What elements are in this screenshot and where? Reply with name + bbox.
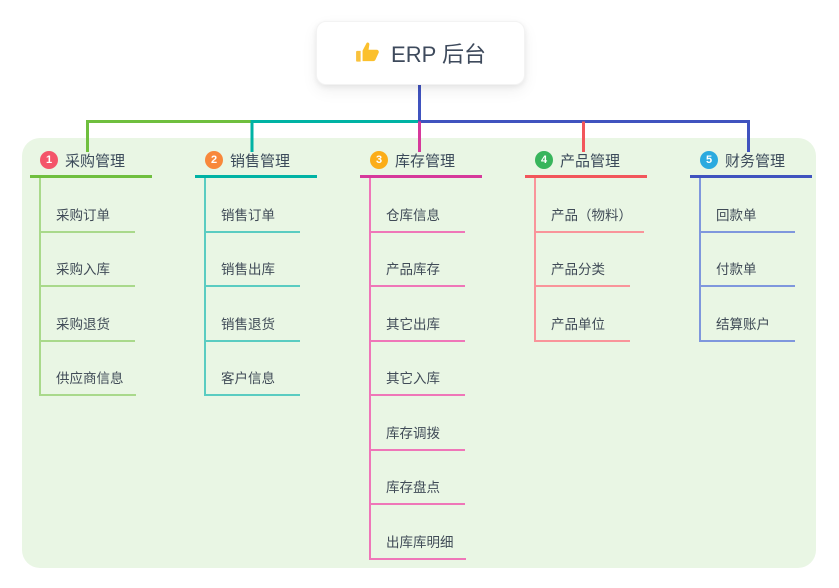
child-node[interactable]: 回款单	[701, 178, 795, 233]
branch-inventory-children: 仓库信息 产品库存 其它出库 其它入库 库存调拨 库存盘点 出库库明细	[369, 178, 482, 560]
child-node[interactable]: 销售订单	[206, 178, 300, 233]
branch-title: 财务管理	[725, 152, 786, 170]
root-node-erp[interactable]: ERP 后台	[316, 21, 525, 85]
branch-purchase-header[interactable]: 1 采购管理	[30, 145, 152, 178]
child-node[interactable]: 采购入库	[41, 233, 135, 287]
child-node[interactable]: 供应商信息	[41, 342, 136, 396]
child-node[interactable]: 产品单位	[536, 287, 630, 342]
badge-4: 4	[535, 151, 553, 169]
child-label: 库存盘点	[386, 480, 440, 495]
branch-product-header[interactable]: 4 产品管理	[525, 145, 647, 178]
branch-product-children: 产品（物料） 产品分类 产品单位	[534, 178, 647, 342]
thumbs-up-icon	[355, 40, 381, 66]
branch-finance-header[interactable]: 5 财务管理	[690, 145, 812, 178]
badge-1: 1	[40, 151, 58, 169]
child-label: 客户信息	[221, 371, 275, 386]
child-node[interactable]: 付款单	[701, 233, 795, 287]
child-label: 库存调拨	[386, 425, 440, 441]
child-label: 采购退货	[56, 316, 110, 332]
badge-3: 3	[370, 151, 388, 169]
branch-title: 库存管理	[395, 152, 456, 170]
branches-panel	[22, 138, 816, 568]
child-label: 销售退货	[221, 316, 275, 332]
child-label: 结算账户	[716, 316, 770, 332]
child-label: 产品（物料）	[551, 207, 632, 223]
child-label: 付款单	[716, 262, 757, 277]
child-label: 供应商信息	[56, 371, 124, 386]
child-label: 采购订单	[56, 207, 110, 223]
branch-inventory-header[interactable]: 3 库存管理	[360, 145, 482, 178]
child-label: 产品库存	[386, 262, 440, 277]
child-label: 回款单	[716, 207, 757, 223]
child-label: 出库库明细	[386, 534, 454, 550]
branch-title: 采购管理	[65, 152, 126, 170]
child-label: 产品分类	[551, 262, 605, 277]
child-node[interactable]: 销售出库	[206, 233, 300, 287]
child-node[interactable]: 结算账户	[701, 287, 795, 342]
child-node[interactable]: 产品（物料）	[536, 178, 644, 233]
branch-purchase: 1 采购管理 采购订单 采购入库 采购退货 供应商信息	[30, 145, 152, 396]
child-node[interactable]: 销售退货	[206, 287, 300, 342]
branch-sales-header[interactable]: 2 销售管理	[195, 145, 317, 178]
branch-sales: 2 销售管理 销售订单 销售出库 销售退货 客户信息	[195, 145, 317, 396]
child-label: 仓库信息	[386, 207, 440, 223]
branch-title: 销售管理	[230, 152, 291, 170]
child-label: 其它出库	[386, 316, 440, 332]
branch-finance: 5 财务管理 回款单 付款单 结算账户	[690, 145, 812, 342]
branch-product: 4 产品管理 产品（物料） 产品分类 产品单位	[525, 145, 647, 342]
branch-inventory: 3 库存管理 仓库信息 产品库存 其它出库 其它入库 库存调拨 库存盘点 出库库…	[360, 145, 482, 560]
child-node[interactable]: 仓库信息	[371, 178, 465, 233]
branch-finance-children: 回款单 付款单 结算账户	[699, 178, 812, 342]
child-node[interactable]: 客户信息	[206, 342, 300, 396]
child-node[interactable]: 其它入库	[371, 342, 465, 396]
branch-purchase-children: 采购订单 采购入库 采购退货 供应商信息	[39, 178, 152, 396]
child-node[interactable]: 采购订单	[41, 178, 135, 233]
child-node[interactable]: 采购退货	[41, 287, 135, 342]
child-label: 销售订单	[221, 207, 275, 223]
child-label: 其它入库	[386, 371, 440, 386]
badge-2: 2	[205, 151, 223, 169]
child-node[interactable]: 产品库存	[371, 233, 465, 287]
child-label: 采购入库	[56, 262, 110, 277]
child-node[interactable]: 产品分类	[536, 233, 630, 287]
root-node-label: ERP 后台	[391, 42, 486, 67]
child-node[interactable]: 库存盘点	[371, 451, 465, 505]
branch-sales-children: 销售订单 销售出库 销售退货 客户信息	[204, 178, 317, 396]
child-node[interactable]: 出库库明细	[371, 505, 466, 560]
badge-5: 5	[700, 151, 718, 169]
branch-title: 产品管理	[560, 152, 621, 170]
child-node[interactable]: 其它出库	[371, 287, 465, 342]
child-label: 产品单位	[551, 316, 605, 332]
child-label: 销售出库	[221, 262, 275, 277]
child-node[interactable]: 库存调拨	[371, 396, 465, 451]
